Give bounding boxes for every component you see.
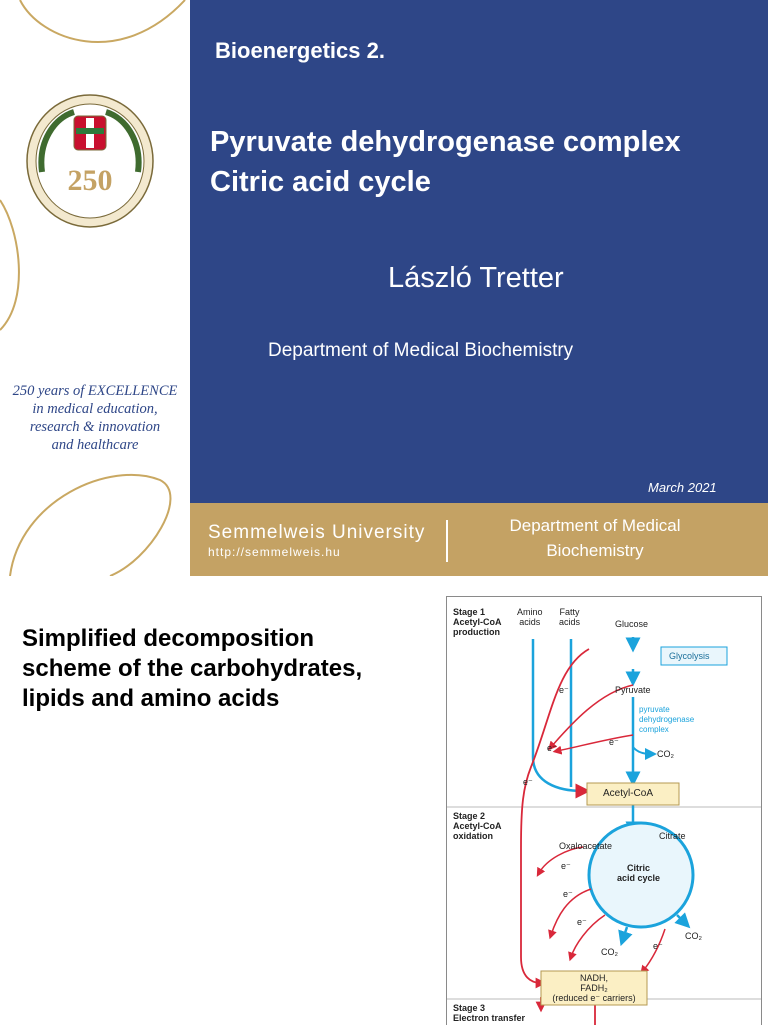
stage-line: Electron transfer: [453, 1013, 526, 1023]
metabolism-diagram: Stage 1 Acetyl-CoA production Stage 2 Ac…: [446, 596, 762, 1025]
electron-label: e⁻: [577, 917, 587, 927]
footer-band: [190, 503, 768, 576]
stage-line: Stage 1: [453, 607, 486, 617]
carriers-label: NADH, FADH₂ (reduced e⁻ carriers): [551, 973, 637, 1003]
diagram-arrows: [447, 637, 761, 1025]
title-panel: [190, 0, 768, 503]
left-panel: 250 250 years of EXCELLENCE in medical e…: [0, 0, 190, 576]
electron-label: e⁻: [547, 743, 557, 753]
label-line: Citric: [627, 863, 651, 873]
electron-label: e⁻: [609, 737, 619, 747]
stage-line: oxidation: [453, 831, 493, 841]
label-line: acids: [559, 617, 581, 627]
title-line: Pyruvate dehydrogenase complex: [210, 126, 681, 158]
heading-line: Simplified decomposition: [22, 625, 315, 652]
footer-dept-line: Biochemistry: [546, 541, 644, 560]
pyruvate-label: Pyruvate: [615, 685, 651, 695]
label-line: FADH₂: [580, 983, 608, 993]
author-name: László Tretter: [388, 262, 564, 294]
citric-cycle-label: Citric acid cycle: [617, 863, 660, 883]
label-line: NADH,: [579, 973, 608, 983]
label-line: acid cycle: [617, 873, 661, 883]
electron-label: e⁻: [563, 889, 573, 899]
title-line: Citric acid cycle: [210, 166, 431, 198]
label-line: (reduced e⁻ carriers): [552, 993, 636, 1003]
co2-label: CO₂: [685, 931, 702, 941]
amino-acids-arrow: [531, 639, 591, 799]
acetyl-coa-box: [586, 782, 680, 806]
fatty-acids-label: Fatty acids: [559, 607, 580, 627]
tagline-line: and healthcare: [51, 437, 139, 453]
electron-label: e⁻: [559, 685, 569, 695]
pdh-label: pyruvate dehydrogenase complex: [639, 705, 694, 735]
slide2-heading: Simplified decomposition scheme of the c…: [22, 624, 362, 714]
stage-line: Stage 2: [453, 811, 486, 821]
co2-label: CO₂: [601, 947, 618, 957]
label-line: Amino: [517, 607, 543, 617]
stage2-label: Stage 2 Acetyl-CoA oxidation: [453, 811, 502, 841]
tagline-line: 250 years of EXCELLENCE: [12, 383, 178, 399]
stage3-label: Stage 3 Electron transfer: [453, 1003, 525, 1023]
tagline: 250 years of EXCELLENCE in medical educa…: [0, 382, 190, 454]
citrate-label: Citrate: [659, 831, 686, 841]
co2-label: CO₂: [657, 749, 674, 759]
oxaloacetate-label: Oxaloacetate: [559, 841, 613, 851]
stage-line: Acetyl-CoA: [453, 617, 502, 627]
glycolysis-label: Glycolysis: [669, 651, 710, 661]
heading-line: lipids and amino acids: [22, 685, 280, 712]
glucose-label: Glucose: [615, 619, 649, 629]
gold-swirl-decoration: [0, 0, 186, 576]
tagline-line: in medical education,: [32, 401, 158, 417]
carriers-box: [540, 970, 648, 1006]
tagline-line: research & innovation: [29, 419, 161, 435]
university-seal-logo: 250: [26, 94, 154, 228]
stage-line: Stage 3: [453, 1003, 486, 1013]
amino-acids-label: Amino acids: [517, 607, 543, 627]
footer-department: Department of Medical Biochemistry: [470, 513, 720, 563]
acetyl-coa-label: Acetyl-CoA: [603, 788, 654, 799]
footer-dept-line: Department of Medical: [509, 516, 681, 535]
stage1-label: Stage 1 Acetyl-CoA production: [453, 607, 502, 637]
glycolysis-box: [660, 646, 728, 666]
label-line: dehydrogenase: [639, 715, 695, 724]
label-line: acids: [519, 617, 541, 627]
footer-divider: [446, 520, 448, 562]
department-name: Department of Medical Biochemistry: [268, 340, 574, 361]
stage-line: production: [453, 627, 500, 637]
seal-number: 250: [68, 164, 113, 197]
university-name: Semmelweis University: [208, 522, 426, 543]
stage-line: Acetyl-CoA: [453, 821, 502, 831]
heading-line: scheme of the carbohydrates,: [22, 655, 363, 682]
label-line: complex: [639, 725, 669, 734]
presentation-date: March 2021: [648, 480, 717, 495]
electron-label: e⁻: [561, 861, 571, 871]
electron-label: e⁻: [653, 941, 663, 951]
university-url[interactable]: http://semmelweis.hu: [208, 545, 341, 559]
label-line: Fatty: [559, 607, 580, 617]
title-slide: 250 250 years of EXCELLENCE in medical e…: [0, 0, 768, 576]
electron-label: e⁻: [523, 777, 533, 787]
slide-title: Pyruvate dehydrogenase complex Citric ac…: [210, 122, 681, 202]
course-label: Bioenergetics 2.: [215, 38, 385, 63]
citric-cycle-ring: [587, 821, 695, 929]
label-line: pyruvate: [639, 705, 670, 714]
